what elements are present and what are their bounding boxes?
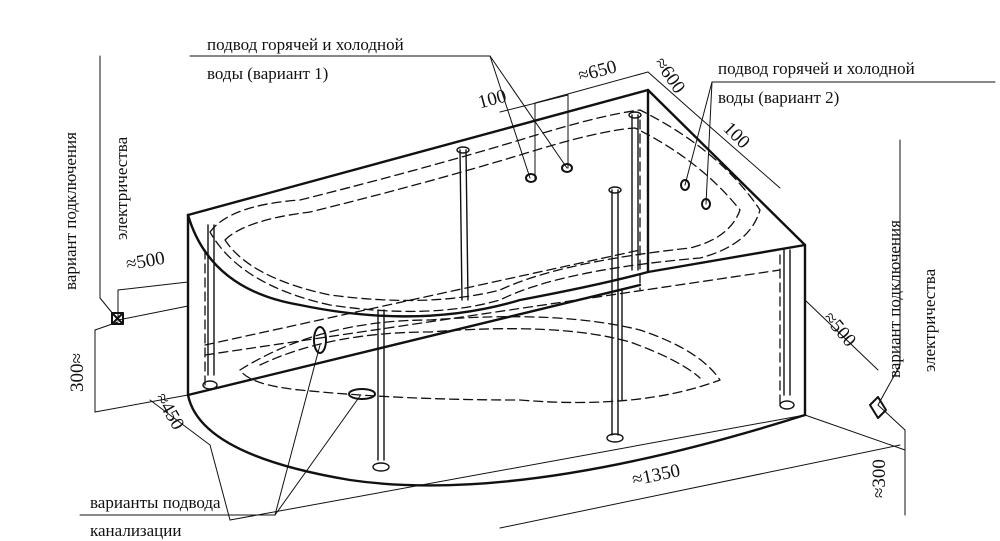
dim-300-left: 300≈	[67, 353, 88, 392]
dimension-lines	[94, 71, 906, 529]
electrical-boxes	[111, 312, 887, 419]
electric-right-label-line2: электричества	[920, 268, 939, 372]
water-supply-variant2-label-line1: подвод горячей и холодной	[718, 59, 915, 78]
tub-legs	[202, 111, 795, 472]
water-supply-variant1-label-line2: воды (вариант 1)	[207, 64, 329, 83]
drain-variants-label-line1: варианты подвода	[90, 493, 221, 512]
connection-points	[313, 163, 711, 400]
tub-inner-dashed	[204, 109, 781, 406]
tub-frame-outline	[186, 88, 807, 487]
electric-left-label-line2: электричества	[112, 136, 131, 240]
water-supply-variant1-label-line1: подвод горячей и холодной	[207, 35, 404, 54]
electric-left-label-line1: вариант подключения	[61, 132, 80, 290]
leader-lines	[79, 55, 996, 516]
drain-variants-label-line2: канализации	[90, 521, 182, 540]
dim-300-right: ≈300	[869, 459, 890, 498]
electric-right-label-line1: вариант подключения	[885, 220, 904, 378]
water-supply-variant2-label-line2: воды (вариант 2)	[718, 88, 840, 107]
